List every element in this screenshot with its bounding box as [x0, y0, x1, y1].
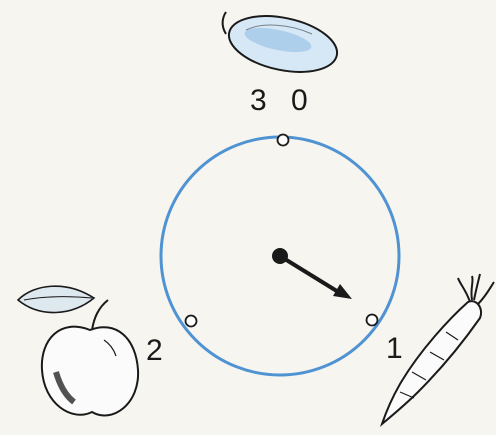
position-marker-left [186, 316, 197, 327]
pointer-hand [272, 248, 352, 299]
position-marker-top [278, 135, 289, 146]
label-top-position: 3 0 [250, 86, 316, 116]
apple-icon [18, 286, 138, 415]
label-left-position: 2 [146, 336, 163, 366]
cucumber-icon [223, 7, 343, 81]
label-right-position: 1 [386, 334, 403, 364]
pointer-hub [272, 248, 288, 264]
position-marker-right [367, 315, 378, 326]
pointer-arrowhead [333, 284, 352, 299]
